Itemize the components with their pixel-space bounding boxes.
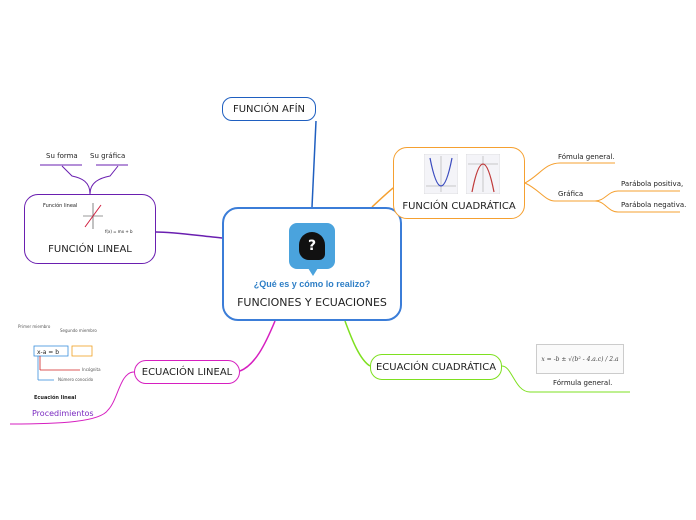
- parabola-positive-image: [424, 154, 458, 194]
- parabola-negative-image: [466, 154, 500, 194]
- formula-general-label[interactable]: Fómula general.: [558, 153, 615, 161]
- quadratic-formula-image: x = -b ± √(b² - 4.a.c) / 2.a: [536, 344, 624, 374]
- procedimientos-label[interactable]: Procedimientos: [32, 409, 94, 418]
- node-funcion-cuadratica[interactable]: FUNCIÓN CUADRÁTICA: [393, 147, 525, 219]
- node-funcion-afin[interactable]: FUNCIÓN AFÍN: [222, 97, 316, 121]
- node-funcion-lineal[interactable]: Función lineal f(x) = mx + b FUNCIÓN LIN…: [24, 194, 156, 264]
- numero-conocido-label: Número conocido: [58, 377, 94, 382]
- parabola-positiva-label[interactable]: Parábola positiva,: [621, 180, 684, 188]
- node-ecuacion-lineal[interactable]: ECUACIÓN LINEAL: [134, 360, 240, 384]
- su-grafica-label[interactable]: Su gráfica: [90, 152, 126, 160]
- formula-general-caption[interactable]: Fórmula general.: [553, 379, 613, 387]
- central-title: FUNCIONES Y ECUACIONES: [237, 296, 387, 309]
- ecuacion-lineal-image-title: Ecuación lineal: [34, 395, 77, 401]
- linear-graph-image: [83, 203, 103, 229]
- lineal-image-label: Función lineal: [43, 203, 78, 209]
- node-ecuacion-cuadratica[interactable]: ECUACIÓN CUADRÁTICA: [370, 354, 502, 380]
- lineal-image-formula: f(x) = mx + b: [105, 229, 133, 234]
- incognita-label: Incógnita: [82, 367, 101, 372]
- central-question: ¿Qué es y cómo lo realizo?: [253, 279, 371, 289]
- node-label: FUNCIÓN AFÍN: [232, 103, 306, 115]
- node-label: ECUACIÓN LINEAL: [141, 366, 233, 378]
- svg-text:x-a = b: x-a = b: [37, 349, 59, 356]
- linear-equation-diagram: Primer miembro Segundo miembro x-a = b I…: [14, 324, 118, 388]
- su-forma-label[interactable]: Su forma: [46, 152, 78, 160]
- parabola-negativa-label[interactable]: Parábola negativa.: [621, 201, 687, 209]
- segundo-miembro-label: Segundo miembro: [60, 328, 97, 333]
- central-topic[interactable]: ? ¿Qué es y cómo lo realizo? FUNCIONES Y…: [222, 207, 402, 321]
- primer-miembro-label: Primer miembro: [18, 324, 51, 329]
- grafica-label[interactable]: Gráfica: [558, 190, 584, 198]
- quadratic-formula-text: x = -b ± √(b² - 4.a.c) / 2.a: [541, 355, 619, 363]
- node-label: FUNCIÓN LINEAL: [48, 244, 132, 255]
- head-question-icon: ?: [289, 223, 335, 276]
- node-label: ECUACIÓN CUADRÁTICA: [375, 361, 497, 373]
- node-label: FUNCIÓN CUADRÁTICA: [402, 201, 516, 212]
